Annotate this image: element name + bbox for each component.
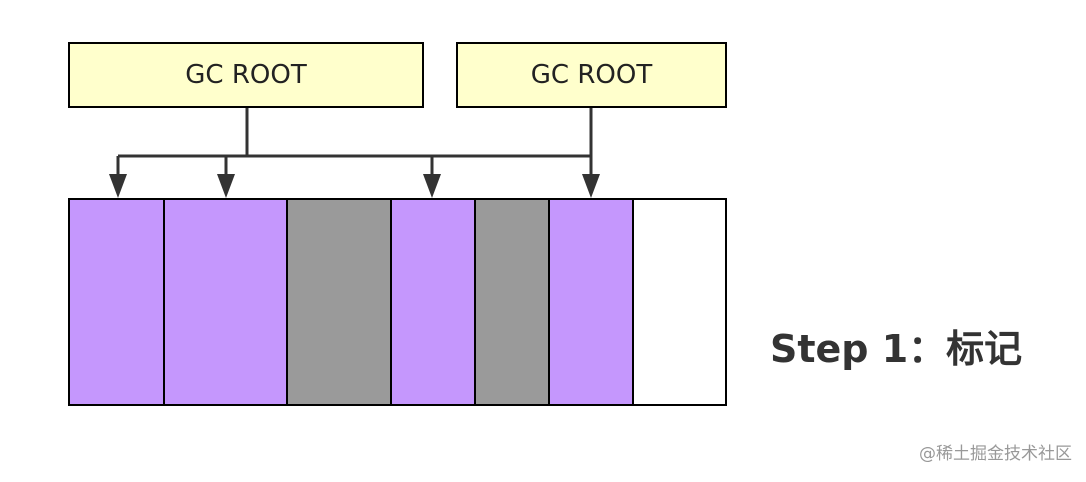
gc-root-label-2: GC ROOT xyxy=(530,60,653,90)
gc-root-box-2: GC ROOT xyxy=(456,42,727,108)
arrowhead-1 xyxy=(109,174,127,198)
heap-cell-3-dead xyxy=(288,200,392,404)
heap-cell-4-live xyxy=(392,200,476,404)
gc-root-box-1: GC ROOT xyxy=(68,42,424,108)
heap-cell-2-live xyxy=(165,200,288,404)
heap-cell-7-free xyxy=(634,200,725,404)
step-label: Step 1：标记 xyxy=(770,327,1023,371)
heap-cell-6-live xyxy=(550,200,634,404)
heap-memory-bar xyxy=(68,198,727,406)
heap-cell-5-dead xyxy=(476,200,550,404)
heap-cell-1-live xyxy=(70,200,165,404)
arrowhead-3 xyxy=(423,174,441,198)
gc-root-label-1: GC ROOT xyxy=(185,60,307,90)
watermark: @稀土掘金技术社区 xyxy=(919,444,1072,464)
arrowhead-4 xyxy=(582,174,600,198)
arrowhead-2 xyxy=(217,174,235,198)
